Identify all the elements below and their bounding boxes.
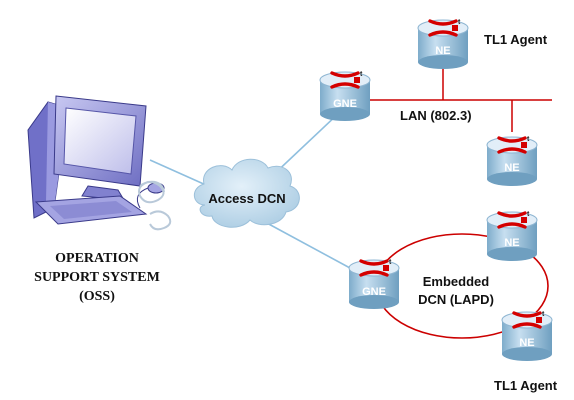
ne-label-ring-top: NE [504,237,519,249]
computer-icon [27,95,165,225]
oss-label-line-2: SUPPORT SYSTEM [34,270,160,285]
embedded-dcn-label: Embedded DCN (LAPD) [418,274,494,307]
ring-label-line-2: DCN (LAPD) [418,292,494,307]
cloud-icon: Access DCN [193,158,300,228]
lan-label: LAN (802.3) [400,108,472,123]
oss-label-line-3: (OSS) [79,289,115,304]
gne-label-bottom: GNE [362,286,386,298]
gne-node-bottom: GNE [349,259,399,309]
ne-node-ring-bottom: NE [502,311,552,361]
router-cylinder-icon [349,259,399,309]
ne-label-top: NE [435,45,450,57]
ne-node-lan-right: NE [487,136,537,186]
ne-label-ring-bottom: NE [519,337,534,349]
oss-label-line-1: OPERATION [55,251,139,266]
router-cylinder-icon [418,19,468,69]
gne-label-top: GNE [333,98,357,110]
tl1-agent-label-bottom: TL1 Agent [494,378,558,393]
router-cylinder-icon [502,311,552,361]
router-cylinder-icon [320,71,370,121]
ne-node-top: NE [418,19,468,69]
cable-swirl-icon [138,180,172,231]
cloud-label: Access DCN [208,191,285,206]
ne-node-ring-top: NE [487,211,537,261]
ne-label-lan-right: NE [504,162,519,174]
oss-label: OPERATION SUPPORT SYSTEM (OSS) [34,251,160,304]
tl1-agent-label-top: TL1 Agent [484,32,548,47]
ring-label-line-1: Embedded [423,274,490,289]
router-cylinder-icon [487,211,537,261]
cloud-to-gne-bottom-link [264,221,351,269]
gne-node-top: GNE [320,71,370,121]
router-cylinder-icon [487,136,537,186]
